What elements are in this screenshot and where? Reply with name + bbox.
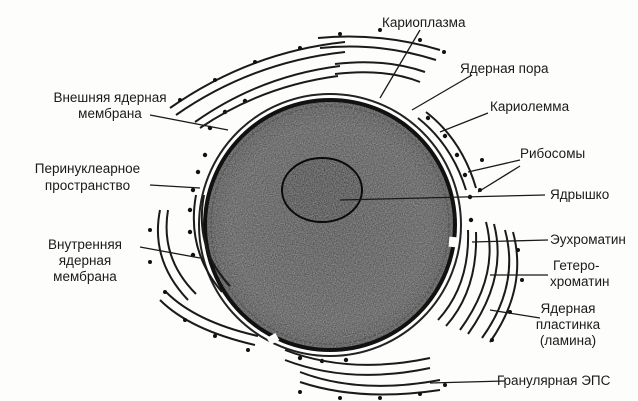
label-karioplazma: Кариоплазма bbox=[382, 15, 465, 30]
label-plastinka-line3: (ламина) bbox=[528, 333, 608, 348]
label-plastinka-line1: Ядерная bbox=[528, 301, 608, 316]
label-geterohromatin-line1: Гетеро- bbox=[553, 258, 600, 273]
label-vnutrennyaya-line2: ядерная bbox=[30, 253, 140, 268]
label-ribosomy: Рибосомы bbox=[520, 146, 585, 161]
label-perinuclear-line2: пространство bbox=[20, 178, 155, 193]
label-granular-eps: Гранулярная ЭПС bbox=[497, 373, 610, 388]
label-vnutrennyaya-line1: Внутренняя bbox=[30, 237, 140, 252]
label-euhromatin: Эухроматин bbox=[550, 232, 626, 247]
label-geterohromatin-line2: хроматин bbox=[550, 274, 609, 289]
label-vnutrennyaya-line3: мембрана bbox=[30, 269, 140, 284]
label-vneshnyaya-line1: Внешняя ядерная bbox=[40, 90, 180, 105]
label-vneshnyaya-line2: мембрана bbox=[40, 106, 180, 121]
label-yadryshko: Ядрышко bbox=[550, 187, 609, 202]
label-kariolemma: Кариолемма bbox=[490, 99, 569, 114]
label-yadernaya-pora: Ядерная пора bbox=[460, 61, 549, 76]
label-perinuclear-line1: Перинуклеарное bbox=[20, 161, 155, 176]
label-plastinka-line2: пластинка bbox=[528, 317, 608, 332]
nucleus-body bbox=[199, 94, 461, 356]
nucleolus bbox=[282, 158, 362, 222]
